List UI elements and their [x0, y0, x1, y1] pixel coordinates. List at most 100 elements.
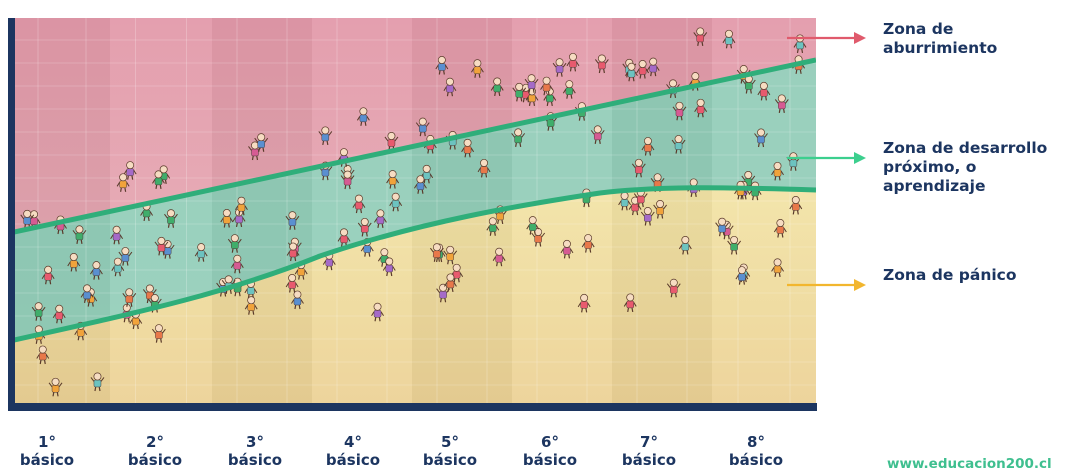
child-figure-icon [640, 207, 655, 226]
child-figure-icon [20, 209, 35, 229]
grade-number: 8° [747, 433, 765, 451]
child-figure-icon [562, 80, 576, 99]
child-figure-icon [118, 247, 133, 266]
child-figure-icon [486, 217, 500, 236]
child-figure-icon [31, 302, 46, 321]
child-figure-icon [552, 58, 567, 77]
child-figure-icon [678, 235, 692, 255]
child-figure-icon [450, 263, 464, 283]
child-figure-icon [618, 191, 632, 211]
child-figure-icon [285, 211, 300, 230]
child-figure-icon [590, 125, 605, 144]
child-figure-icon [318, 126, 333, 146]
child-figure-icon [110, 225, 124, 245]
child-figure-icon [490, 77, 504, 97]
child-figure-icon [227, 234, 242, 253]
panic-zone-area [14, 187, 816, 404]
child-figure-icon [414, 175, 427, 194]
child-figure-icon [594, 54, 609, 74]
grade-label-7: 7° básico [604, 433, 694, 469]
grade-number: 4° [344, 433, 362, 451]
child-figure-icon [84, 288, 98, 307]
grade-word: básico [422, 451, 478, 469]
arrow-icon [787, 152, 866, 164]
grade-number: 3° [246, 433, 264, 451]
child-figure-icon [443, 77, 457, 97]
zone-label-line: Zona de pánico [883, 266, 1017, 284]
bottom-axis-bar [8, 403, 817, 411]
child-figure-icon [443, 245, 458, 265]
arrow-icon [787, 32, 866, 44]
development-zone-area [14, 60, 816, 340]
grade-number: 6° [541, 433, 559, 451]
child-figure-icon [154, 236, 169, 256]
child-figure-icon [511, 128, 526, 147]
development-upper-boundary [14, 57, 816, 235]
child-figure-icon [382, 257, 396, 277]
grade-number: 5° [441, 433, 459, 451]
zone-label-line: próximo, o [883, 158, 977, 176]
child-figure-icon [90, 372, 105, 392]
child-figure-icon [694, 98, 708, 118]
website-url: www.educacion200.cl [887, 456, 1052, 472]
child-figure-icon [111, 257, 125, 277]
grade-label-1: 1° básico [2, 433, 92, 469]
grade-column-stripes [37, 18, 816, 404]
grade-word: básico [325, 451, 381, 469]
child-figure-icon [653, 200, 668, 219]
child-figure-icon [560, 239, 574, 259]
child-figure-icon [666, 278, 681, 298]
child-figure-icon [625, 62, 638, 82]
child-figure-icon [631, 158, 646, 178]
left-axis-bar [8, 18, 15, 410]
child-figure-icon [773, 219, 787, 238]
child-figure-icon [636, 60, 650, 79]
child-figure-icon [41, 265, 55, 285]
child-figure-icon [374, 209, 387, 228]
child-figure-icon [774, 94, 789, 114]
child-figure-icon [492, 247, 506, 267]
child-figure-icon [581, 234, 595, 253]
grade-number: 7° [640, 433, 658, 451]
child-figure-icon [524, 74, 539, 93]
child-figure-icon [461, 138, 475, 158]
child-figure-icon [116, 173, 130, 192]
grade-number: 2° [146, 433, 164, 451]
child-figure-icon [123, 161, 137, 180]
child-figure-icon [230, 254, 244, 274]
child-figure-icon [80, 284, 94, 303]
development-lower-boundary [14, 185, 816, 343]
zone-label-development: Zona de desarrollo próximo, o aprendizaj… [883, 139, 1047, 196]
grade-label-2: 2° básico [110, 433, 200, 469]
grade-label-8: 8° básico [711, 433, 801, 469]
grade-label-3: 3° básico [210, 433, 300, 469]
child-figure-icon [357, 217, 372, 237]
zone-label-panic: Zona de pánico [883, 266, 1017, 285]
child-figure-icon [152, 324, 166, 343]
child-figure-icon [526, 216, 540, 235]
child-figure-icon [789, 195, 803, 215]
child-figure-icon [384, 131, 399, 151]
zone-label-boredom: Zona de aburrimiento [883, 20, 997, 58]
child-figure-icon [389, 192, 403, 212]
grade-number: 1° [38, 433, 56, 451]
grid-rows [14, 39, 816, 386]
grade-label-4: 4° básico [308, 433, 398, 469]
child-figure-icon [693, 27, 708, 47]
child-figure-icon [48, 377, 63, 397]
grade-label-6: 6° básico [505, 433, 595, 469]
child-figure-icon [771, 258, 784, 277]
grade-word: básico [621, 451, 677, 469]
grade-word: básico [522, 451, 578, 469]
zone-label-line: aburrimiento [883, 39, 998, 57]
child-figure-icon [220, 209, 234, 228]
child-figure-icon [371, 302, 384, 322]
child-figure-icon [477, 158, 491, 178]
child-figure-icon [164, 209, 178, 228]
child-figure-icon [72, 225, 87, 244]
child-figure-icon [470, 59, 484, 78]
child-figure-icon [540, 76, 553, 96]
child-figure-icon [235, 196, 248, 216]
child-figure-icon [671, 135, 686, 154]
